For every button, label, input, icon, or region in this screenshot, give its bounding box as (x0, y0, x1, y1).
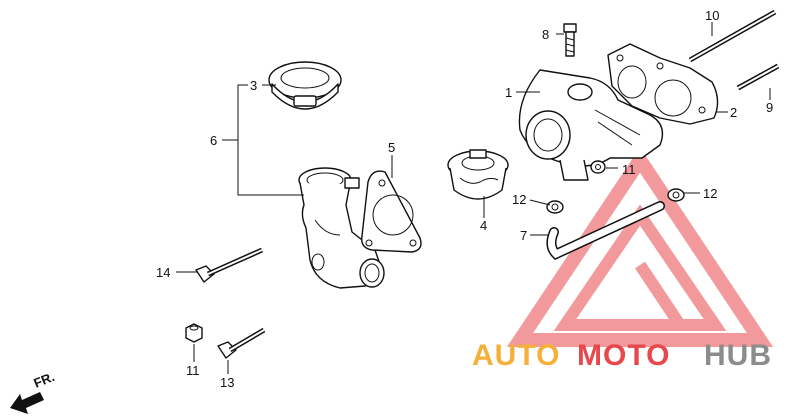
watermark-logo (506, 147, 774, 347)
callout-9: 9 (766, 100, 773, 115)
watermark-moto: MOTO (577, 339, 670, 372)
callout-14: 14 (156, 265, 170, 280)
callout-6: 6 (210, 133, 217, 148)
callout-11-upper: 11 (622, 162, 636, 177)
callout-7: 7 (520, 228, 527, 243)
callout-1: 1 (505, 85, 512, 100)
callout-13: 13 (220, 375, 234, 390)
flange-bolt-14 (195, 247, 264, 283)
callout-12-left: 12 (512, 192, 526, 207)
watermark-text: AUTO MOTO HUB (472, 339, 772, 372)
flange-nut-lower (185, 323, 203, 343)
callout-11-lower: 11 (186, 363, 200, 378)
watermark-auto: AUTO (472, 339, 560, 372)
bypass-hose (546, 201, 665, 261)
callout-5: 5 (388, 140, 395, 155)
callout-8: 8 (542, 27, 549, 42)
flange-bolt-13 (217, 327, 266, 359)
callout-2: 2 (730, 105, 737, 120)
housing-gasket (607, 43, 719, 125)
flange-bolt-8 (563, 23, 577, 57)
callout-3: 3 (250, 78, 257, 93)
stud-bolt-9 (736, 63, 780, 91)
thermostat-housing (518, 69, 664, 181)
stud-bolt-10 (688, 9, 777, 63)
outlet-gasket (361, 170, 422, 253)
watermark-hub: HUB (704, 339, 772, 372)
leader-lines (176, 22, 771, 374)
front-direction-indicator: FR. (10, 369, 57, 414)
flange-nut-upper (590, 160, 606, 174)
hose-clamp-left (546, 200, 564, 214)
callout-4: 4 (480, 218, 487, 233)
direction-label: FR. (32, 369, 57, 391)
thermostat (447, 149, 509, 200)
hose-clamp-right (667, 188, 685, 202)
radiator-cap (268, 61, 342, 110)
callout-12-right: 12 (703, 186, 717, 201)
callout-10: 10 (705, 8, 719, 23)
